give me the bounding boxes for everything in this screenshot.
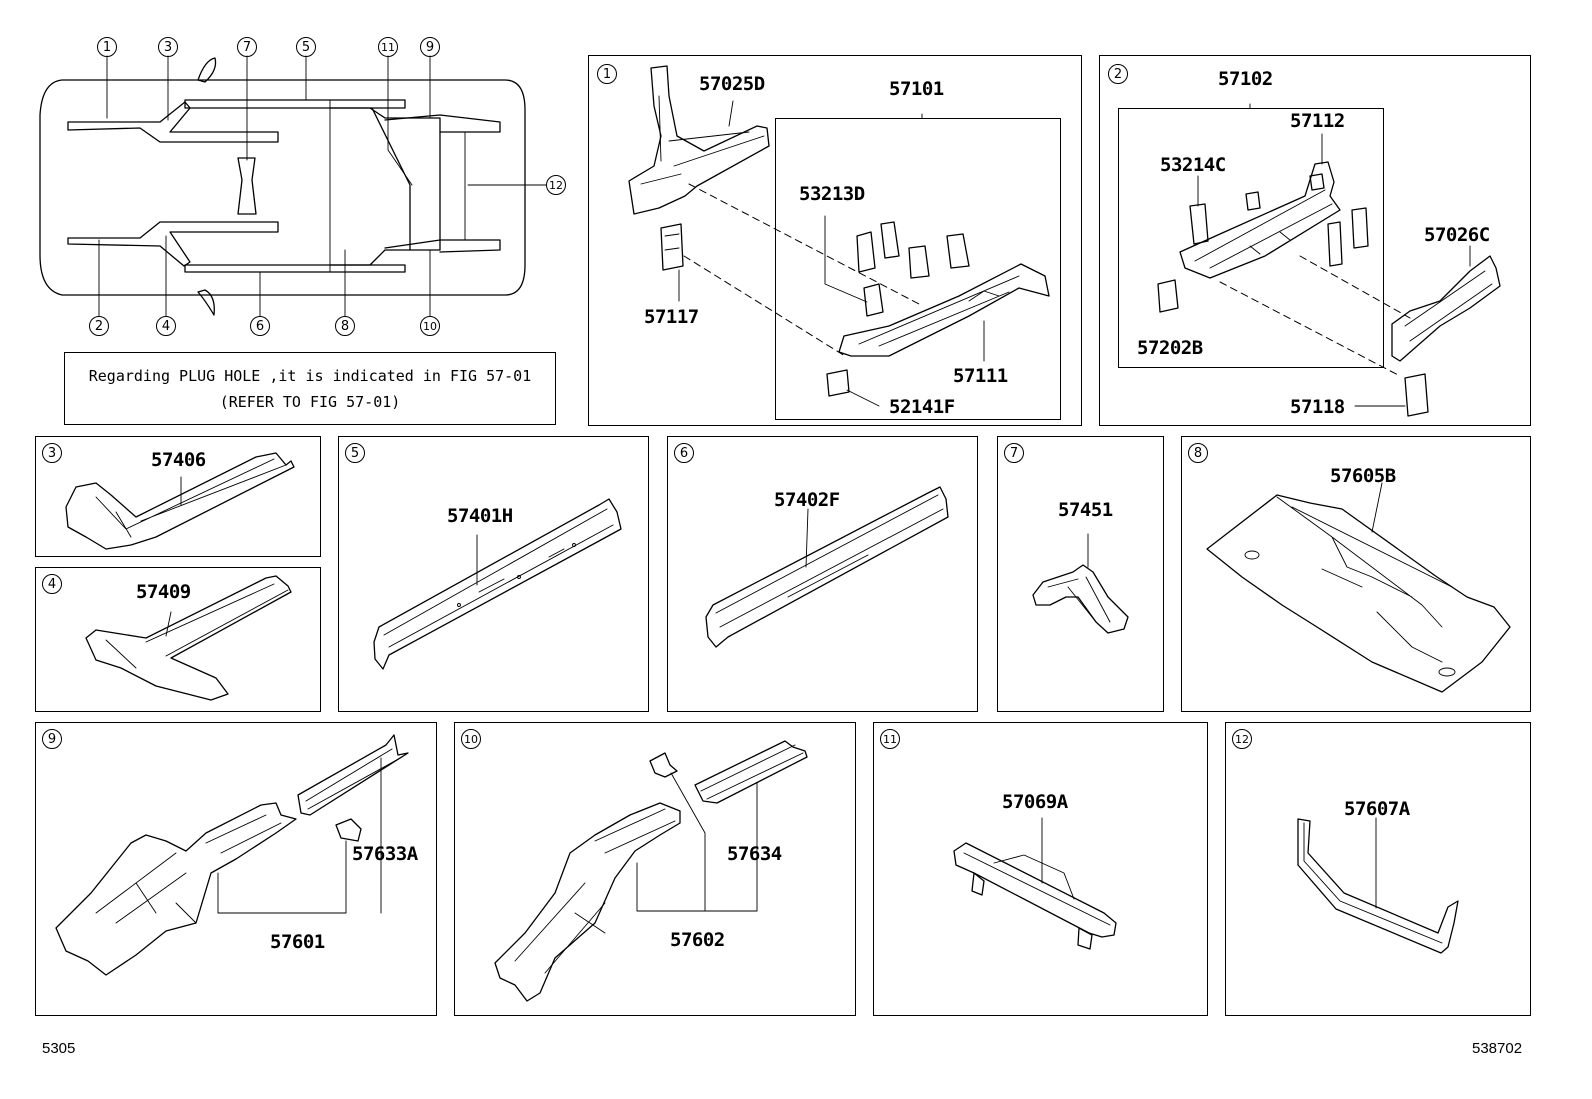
- part-57601[interactable]: 57601: [270, 931, 325, 953]
- panel-1[interactable]: 1 57025D 57101 53213D 57117 57111 52141F: [588, 55, 1082, 426]
- panel-11-number: 11: [880, 729, 900, 749]
- overview-callout-12[interactable]: 12: [546, 175, 566, 195]
- plug-hole-note-line2: (REFER TO FIG 57-01): [219, 393, 401, 411]
- overview-callout-8[interactable]: 8: [335, 316, 355, 336]
- part-57634[interactable]: 57634: [727, 843, 782, 865]
- part-57026C[interactable]: 57026C: [1424, 224, 1490, 246]
- part-53214C[interactable]: 53214C: [1160, 154, 1226, 176]
- overview-callout-6[interactable]: 6: [250, 316, 270, 336]
- panel-5-drawing: [373, 498, 622, 670]
- part-53213D[interactable]: 53213D: [799, 183, 865, 205]
- panel-10-drawing: [494, 740, 808, 1002]
- panel-2-number: 2: [1108, 64, 1128, 84]
- footer-code-right: 538702: [1472, 1040, 1523, 1057]
- panel-3-drawing: [65, 452, 295, 550]
- overview-callout-11[interactable]: 11: [378, 37, 398, 57]
- panel-6-drawing: [705, 486, 949, 648]
- plug-hole-note-line1: Regarding PLUG HOLE ,it is indicated in …: [88, 367, 532, 385]
- panel-1-drawing: [628, 65, 1050, 407]
- part-57602[interactable]: 57602: [670, 929, 725, 951]
- panel-8[interactable]: 8 57605B: [1181, 436, 1531, 712]
- part-57402F[interactable]: 57402F: [774, 489, 840, 511]
- part-57069A[interactable]: 57069A: [1002, 791, 1068, 813]
- panel-6[interactable]: 6 57402F: [667, 436, 978, 712]
- panel-11[interactable]: 11 57069A: [873, 722, 1208, 1016]
- panel-9-number: 9: [42, 729, 62, 749]
- assembly-57101-box: [775, 118, 1061, 420]
- overview-callout-2[interactable]: 2: [89, 316, 109, 336]
- part-57202B[interactable]: 57202B: [1137, 337, 1203, 359]
- part-57633A[interactable]: 57633A: [352, 843, 418, 865]
- panel-11-drawing: [953, 817, 1117, 950]
- plug-hole-note: Regarding PLUG HOLE ,it is indicated in …: [64, 352, 556, 425]
- panel-12-drawing: [1297, 817, 1459, 954]
- panel-2-drawing: [1157, 103, 1501, 417]
- part-57101[interactable]: 57101: [889, 78, 944, 100]
- panel-12[interactable]: 12 57607A: [1225, 722, 1531, 1016]
- part-57406[interactable]: 57406: [151, 449, 206, 471]
- panel-4-drawing: [85, 575, 292, 701]
- footer-code-left: 5305: [42, 1040, 76, 1057]
- overview-callout-1[interactable]: 1: [97, 37, 117, 57]
- part-57607A[interactable]: 57607A: [1344, 798, 1410, 820]
- overview-callout-5[interactable]: 5: [296, 37, 316, 57]
- part-57118[interactable]: 57118: [1290, 396, 1345, 418]
- panel-5[interactable]: 5 57401H: [338, 436, 649, 712]
- overview-callout-4[interactable]: 4: [156, 316, 176, 336]
- panel-1-number: 1: [597, 64, 617, 84]
- part-57451[interactable]: 57451: [1058, 499, 1113, 521]
- part-52141F[interactable]: 52141F: [889, 396, 955, 418]
- overview-callout-10[interactable]: 10: [420, 316, 440, 336]
- panel-7-number: 7: [1004, 443, 1024, 463]
- panel-10[interactable]: 10 57634 57602: [454, 722, 856, 1016]
- part-57112[interactable]: 57112: [1290, 110, 1345, 132]
- part-57401H[interactable]: 57401H: [447, 505, 513, 527]
- panel-4[interactable]: 4 57409: [35, 567, 321, 712]
- panel-3-number: 3: [42, 443, 62, 463]
- panel-7-drawing: [1032, 533, 1129, 634]
- panel-9-drawing: [55, 734, 409, 976]
- panel-12-number: 12: [1232, 729, 1252, 749]
- panel-3[interactable]: 3 57406: [35, 436, 321, 557]
- part-57409[interactable]: 57409: [136, 581, 191, 603]
- panel-8-drawing: [1206, 482, 1511, 693]
- overview-callout-7[interactable]: 7: [237, 37, 257, 57]
- panel-5-number: 5: [345, 443, 365, 463]
- part-57025D[interactable]: 57025D: [699, 73, 765, 95]
- panel-2[interactable]: 2 57102 57112 53214C 57026C 57202B 57118: [1099, 55, 1531, 426]
- part-57111[interactable]: 57111: [953, 365, 1008, 387]
- overview-callout-3[interactable]: 3: [158, 37, 178, 57]
- part-57605B[interactable]: 57605B: [1330, 465, 1396, 487]
- panel-6-number: 6: [674, 443, 694, 463]
- overview-callout-9[interactable]: 9: [420, 37, 440, 57]
- part-57117[interactable]: 57117: [644, 306, 699, 328]
- panel-10-number: 10: [461, 729, 481, 749]
- panel-9[interactable]: 9 57633A 57601: [35, 722, 437, 1016]
- assembly-57102-box: [1118, 108, 1384, 368]
- panel-8-number: 8: [1188, 443, 1208, 463]
- panel-7[interactable]: 7 57451: [997, 436, 1164, 712]
- panel-4-number: 4: [42, 574, 62, 594]
- part-57102[interactable]: 57102: [1218, 68, 1273, 90]
